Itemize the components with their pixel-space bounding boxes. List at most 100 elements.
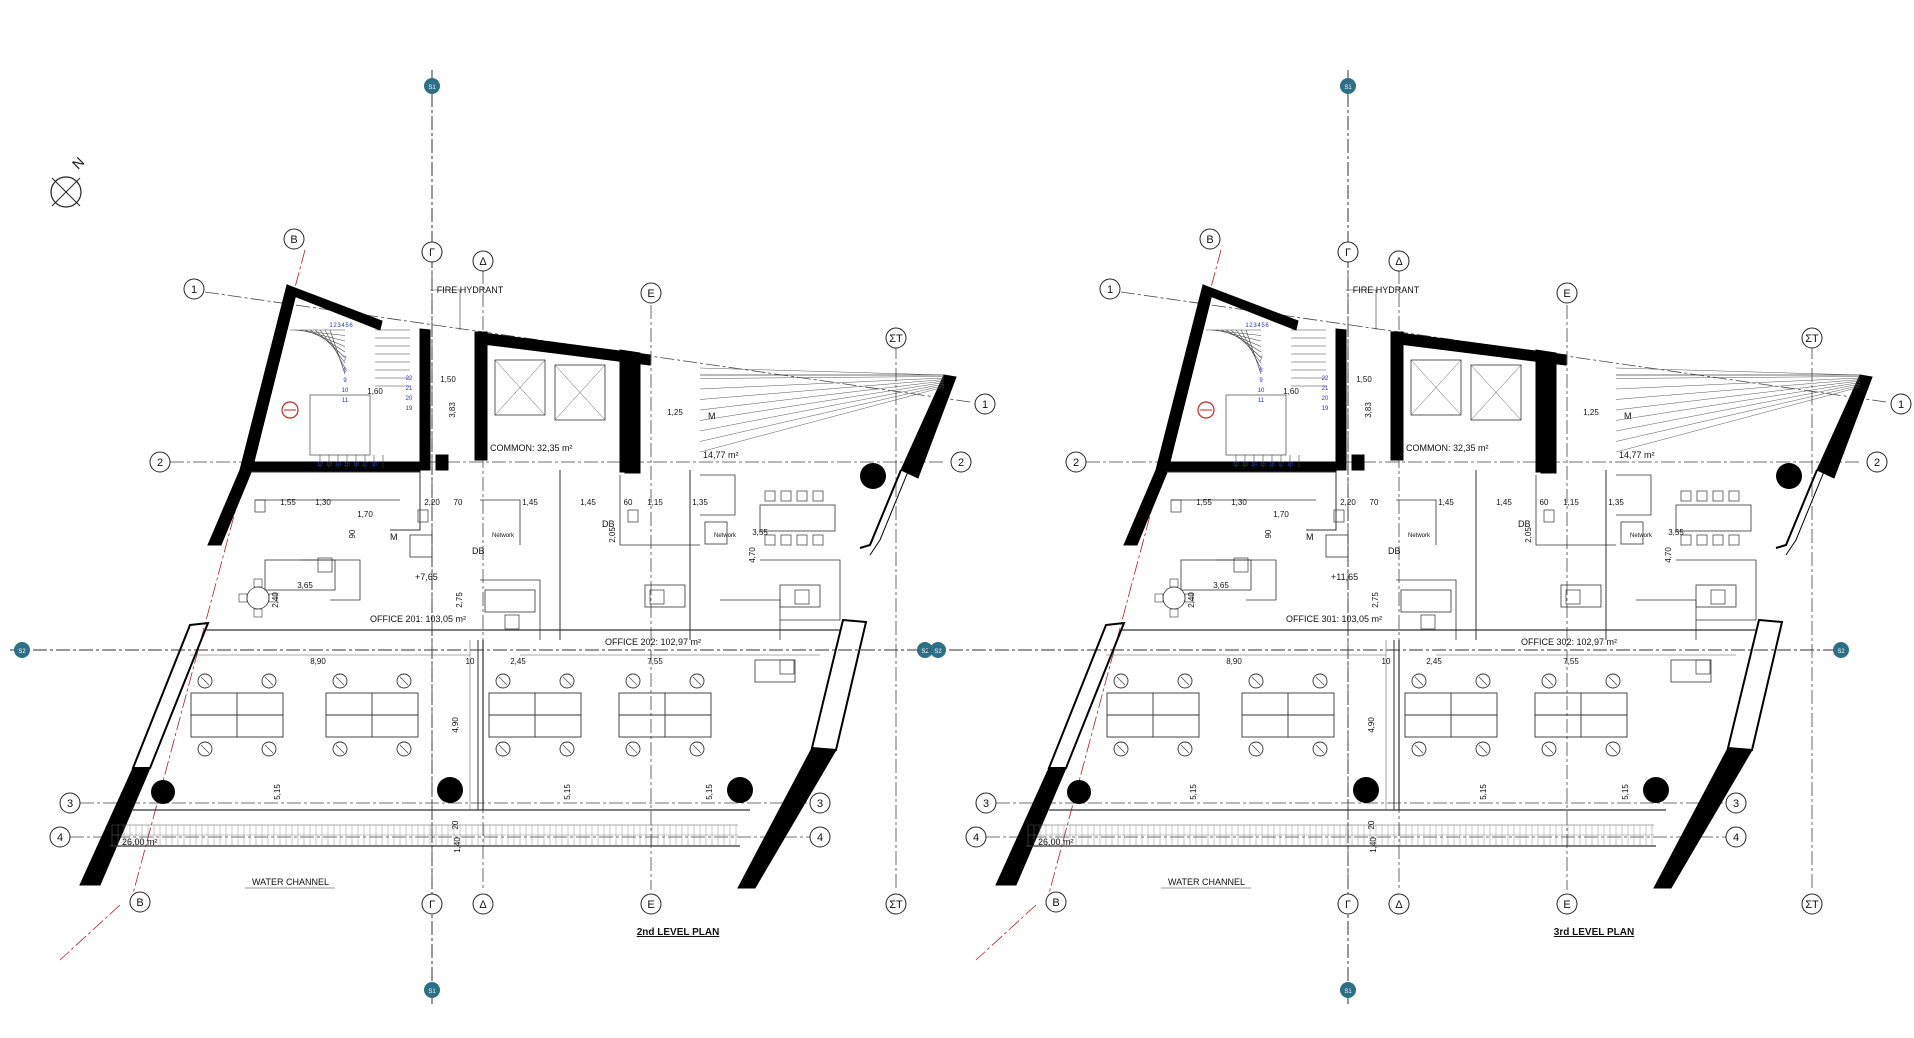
plan-title: 3rd LEVEL PLAN [1554, 927, 1634, 938]
workstation-cluster [488, 673, 582, 757]
stair-step-number: 16 [353, 462, 360, 468]
dimension-label: 2,40 [271, 592, 280, 608]
grid-G-bottom-bubble [1337, 893, 1359, 915]
chair-mark [1414, 676, 1424, 686]
structural-column [437, 777, 463, 803]
stair-step-number: 18 [371, 462, 378, 468]
db-partition [1535, 475, 1616, 546]
dimension-label: 5,15 [705, 784, 714, 800]
balcony-area-label: 14,77 m² [703, 450, 739, 460]
grid-B-top: B [290, 234, 297, 246]
structural-column [1776, 463, 1802, 489]
meeting-table [1675, 504, 1752, 532]
dimension-label: 10 [466, 657, 475, 666]
office-a-label: OFFICE 301: 103,05 m² [1286, 614, 1382, 624]
workstation-cluster [1404, 673, 1498, 757]
stair-step-number: 4 [341, 323, 345, 329]
dimension-label: 1,40 [453, 837, 462, 853]
meeting-chair [1696, 534, 1708, 546]
facade-west-lower [995, 767, 1067, 886]
facade-ne-inner [869, 429, 926, 556]
balcony-hatch [699, 376, 945, 379]
stair-tread [299, 329, 346, 342]
round-table-chair [253, 578, 263, 588]
meeting-chair [780, 490, 792, 502]
desk-office-b3 [1670, 659, 1712, 683]
common-area-label: COMMON: 32,35 m² [1406, 443, 1489, 453]
reception-line [300, 559, 361, 601]
chair-office-a [317, 557, 333, 573]
dimension-label: 3,65 [1213, 581, 1229, 590]
balcony-hatch [1615, 377, 1861, 390]
stair-step-number: 10 [342, 388, 349, 394]
stair-step-number: 21 [406, 386, 413, 392]
meeting-chair [1680, 534, 1692, 546]
dimension-label: 3,55 [1668, 528, 1684, 537]
grid-G-top-bubble [1337, 241, 1359, 263]
facade-east [1726, 618, 1784, 752]
grid-B-bottom: B [136, 897, 143, 909]
facade-ne [1816, 374, 1873, 479]
stair-step-number: 8 [1259, 368, 1263, 374]
dimension-label: 1,45 [580, 498, 596, 507]
balcony-hatch [1615, 383, 1861, 432]
grid-2-left: 2 [1073, 457, 1079, 469]
chair-mark [1180, 676, 1190, 686]
grid-1-left: 1 [191, 284, 197, 296]
common-area-label: COMMON: 32,35 m² [490, 443, 573, 453]
office-b-partition [720, 599, 781, 640]
workstation-cluster [1534, 673, 1628, 757]
dimension-label: 8,90 [1226, 657, 1242, 666]
section-s1-bottom-label: S1 [1344, 989, 1352, 995]
dimension-label: 1,45 [1496, 498, 1512, 507]
stair-tread [1245, 329, 1262, 375]
stair-tread [1225, 329, 1262, 353]
dimension-label: 1,45 [1438, 498, 1454, 507]
dimension-label: 70 [454, 498, 463, 507]
chair-mark [1544, 676, 1554, 686]
stair-step-number: 1 [329, 323, 333, 329]
chair-mark [399, 676, 409, 686]
stair-step-number: 6 [349, 323, 353, 329]
round-table-chair [1184, 593, 1194, 603]
grid-ST-top-bubble [1801, 327, 1823, 349]
chair-mark [1116, 676, 1126, 686]
balcony-hatch [699, 367, 945, 376]
section-s1-top [1340, 78, 1356, 94]
stair-tread [1235, 329, 1262, 364]
core-wall-west [474, 331, 488, 461]
grid-1-right: 1 [982, 399, 988, 411]
dimension-label: 2,40 [1187, 592, 1196, 608]
stair-step-number: 22 [1322, 376, 1329, 382]
terrace-area-label: 26,00 m² [1038, 837, 1074, 847]
stair-step-number: 13 [326, 462, 333, 468]
stair-step-number: 5 [345, 323, 349, 329]
dimension-label: 5,15 [1189, 784, 1198, 800]
balcony-hatch [699, 379, 945, 400]
meter-label: M [1624, 411, 1632, 421]
stair-step-number: 15 [344, 462, 351, 468]
grid-4-left: 4 [973, 832, 979, 844]
section-s2-right-label: S2 [921, 649, 929, 655]
meeting-chair [812, 534, 824, 546]
chair-office-b2 [1710, 589, 1726, 605]
dimension-label: 2,75 [1371, 592, 1380, 608]
dimension-label: 3,55 [752, 528, 768, 537]
stair-tread [1220, 329, 1262, 347]
elevator-x [1470, 364, 1522, 421]
fire-hydrant-label: FIRE HYDRANT [1353, 285, 1420, 295]
stair-step-number: 6 [1265, 323, 1269, 329]
toilet-icon [1333, 509, 1345, 523]
chair-mark [498, 676, 508, 686]
round-table [1162, 586, 1186, 610]
grid-G-top: Γ [429, 247, 435, 259]
water-channel-label: WATER CHANNEL [252, 877, 329, 887]
stair-step-number: 19 [406, 406, 413, 412]
meter-label: M [390, 532, 398, 542]
dimension-label: 8,90 [310, 657, 326, 666]
balcony-hatch [1615, 380, 1861, 411]
dimension-label: 1,30 [1231, 498, 1247, 507]
stair-step-number: 1 [1245, 323, 1249, 329]
